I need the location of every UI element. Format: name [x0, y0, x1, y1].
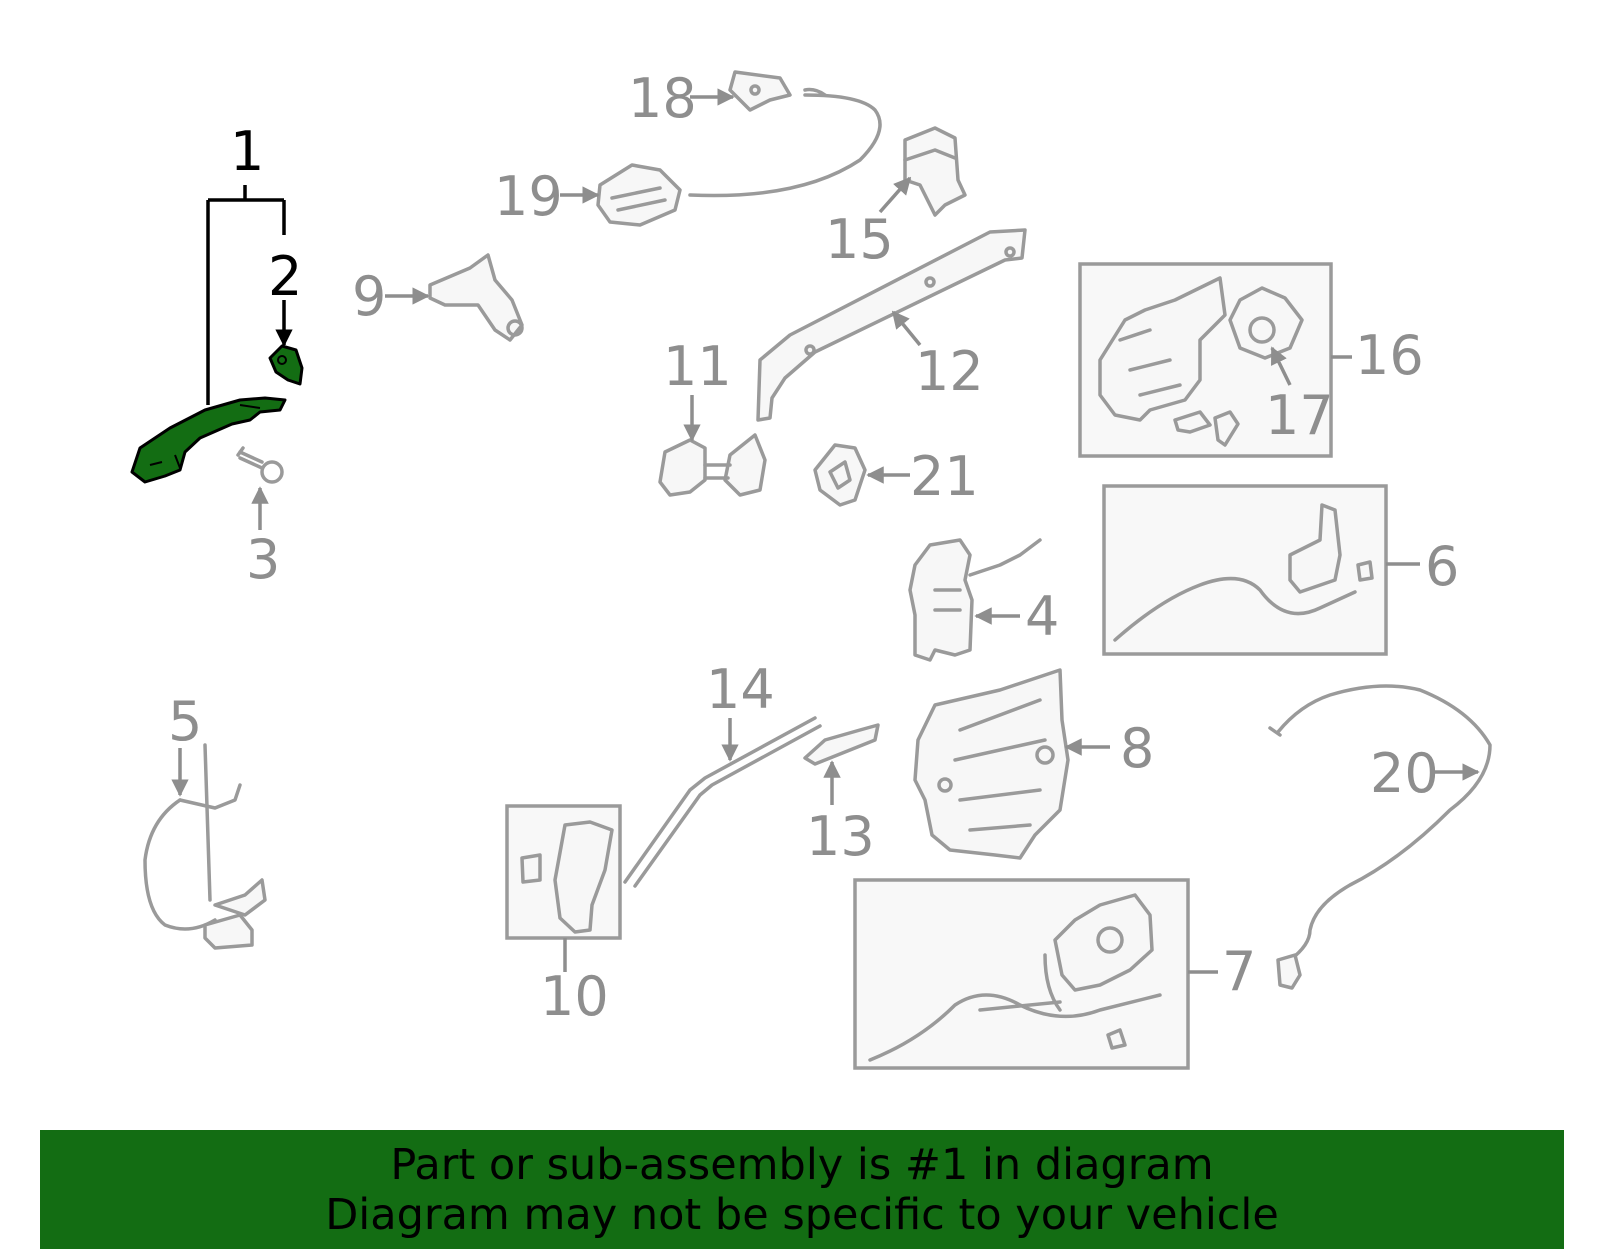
banner-line-2: Diagram may not be specific to your vehi…: [325, 1190, 1279, 1240]
part-7-latch-cable[interactable]: [868, 893, 1162, 1062]
label-13: 13: [806, 805, 875, 868]
part-3-bolt[interactable]: [236, 446, 284, 484]
box-6: [1102, 484, 1388, 656]
label-2: 2: [268, 245, 302, 308]
label-8: 8: [1120, 717, 1154, 780]
label-12: 12: [915, 340, 984, 403]
label-5: 5: [168, 690, 202, 753]
info-banner: Part or sub-assembly is #1 in diagram Di…: [40, 1130, 1564, 1249]
label-10: 10: [540, 965, 609, 1028]
part-10-bracket[interactable]: [520, 820, 614, 934]
label-19: 19: [494, 165, 563, 228]
label-14: 14: [706, 658, 775, 721]
part-13-clip[interactable]: [803, 723, 880, 766]
part-1-door-handle[interactable]: [130, 396, 287, 484]
part-20-cable[interactable]: [1268, 684, 1492, 990]
label-18: 18: [628, 67, 697, 130]
label-20: 20: [1370, 742, 1439, 805]
part-17-motor[interactable]: [1228, 286, 1304, 360]
label-17: 17: [1265, 384, 1334, 447]
label-7: 7: [1222, 940, 1256, 1003]
label-9: 9: [352, 265, 386, 328]
part-5-rod-assembly[interactable]: [143, 743, 267, 950]
part-12-channel[interactable]: [756, 228, 1027, 422]
part-11-hinge[interactable]: [658, 433, 767, 497]
banner-line-1: Part or sub-assembly is #1 in diagram: [390, 1140, 1214, 1190]
label-16: 16: [1355, 324, 1424, 387]
label-6: 6: [1425, 535, 1459, 598]
label-3: 3: [246, 528, 280, 591]
part-9-bracket[interactable]: [428, 253, 524, 342]
label-4: 4: [1025, 585, 1059, 648]
part-19-bracket[interactable]: [596, 163, 682, 227]
part-4-actuator[interactable]: [908, 538, 1042, 662]
label-1: 1: [230, 120, 264, 183]
part-8-panel[interactable]: [913, 668, 1070, 860]
part-16-latch-assembly[interactable]: [1098, 276, 1240, 447]
label-15: 15: [825, 208, 894, 271]
part-14-rod[interactable]: [623, 716, 822, 888]
part-2-handle-cap[interactable]: [268, 344, 304, 386]
bracket-1-2: [206, 185, 293, 405]
part-18-cable-clip[interactable]: [728, 70, 792, 112]
part-6-latch-cable[interactable]: [1113, 503, 1374, 642]
label-21: 21: [910, 445, 979, 508]
part-15-actuator[interactable]: [903, 126, 967, 217]
label-11: 11: [663, 335, 732, 398]
part-21-striker[interactable]: [813, 443, 867, 507]
